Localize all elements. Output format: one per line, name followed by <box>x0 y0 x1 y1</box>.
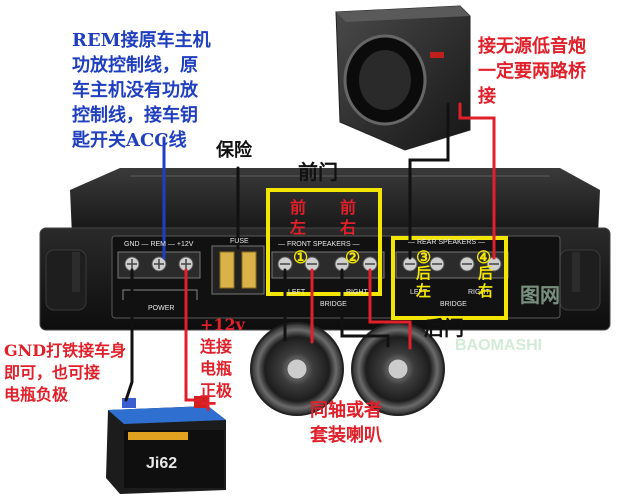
subwoofer-note-line: 一定要两路桥 <box>478 61 586 82</box>
front-left-char: 前 <box>290 198 307 217</box>
rear-right-char: 右 <box>478 282 494 300</box>
rear-right-label: 后 右 <box>478 264 493 300</box>
bridge-label: BRIDGE <box>320 301 347 308</box>
rem-note-line: 车主机没有功放 <box>72 80 198 101</box>
front-left-char: 左 <box>290 218 307 237</box>
left-label: LEFT <box>288 289 306 296</box>
rem-note-line: REM接原车主机 <box>72 30 211 51</box>
bridge-label-rear: BRIDGE <box>440 301 467 308</box>
rear-left-char: 后 <box>416 264 432 282</box>
plus12-note-line: 正极 <box>200 381 233 400</box>
speaker-left <box>250 322 344 416</box>
fuse-note: 保险 <box>216 140 252 161</box>
right-label: RIGHT <box>346 289 369 296</box>
power-label: POWER <box>148 305 174 312</box>
front-speakers-highlight <box>266 188 382 296</box>
marker-4: ④ <box>476 248 492 268</box>
battery <box>106 396 226 494</box>
rear-left-char: 左 <box>416 282 432 300</box>
marker-3: ③ <box>416 248 432 268</box>
gnd-note: GND打铁接车身 即可，也可接 电瓶负极 <box>4 340 126 406</box>
front-speakers-label: — FRONT SPEAKERS — <box>278 241 360 248</box>
rem-note-line: 功放控制线，原 <box>72 55 198 76</box>
rear-right-char: 后 <box>478 264 494 282</box>
fuse-holder <box>211 245 265 295</box>
front-right-label: 前 右 <box>340 198 356 238</box>
watermark-text-2: 图网 <box>520 283 560 307</box>
rear-left-label: 后 左 <box>416 264 431 300</box>
plus12-note-line: 电瓶 <box>200 359 233 378</box>
watermark-text: BAOMASHI <box>455 337 542 354</box>
plus12-note-line: 连接 <box>200 337 233 356</box>
wires <box>124 102 496 402</box>
power-terminals-label: GND — REM — +12V <box>124 241 194 248</box>
rear-door-label: 后门 <box>424 316 464 340</box>
rear-speakers-label: — REAR SPEAKERS — <box>408 239 485 246</box>
subwoofer-note: 接无源低音炮 一定要两路桥 接 <box>478 34 586 109</box>
front-right-char: 右 <box>340 218 357 237</box>
gnd-note-line: 即可，也可接 <box>4 363 101 382</box>
speaker-note-line: 同轴或者 <box>310 400 382 421</box>
speaker-note: 同轴或者 套装喇叭 <box>310 398 382 448</box>
marker-1: ① <box>293 248 309 268</box>
panel-labels: GND — REM — +12V FUSE — FRONT SPEAKERS —… <box>124 238 491 312</box>
rem-note: REM接原车主机 功放控制线，原 车主机没有功放 控制线，接车钥 匙开关ACC线 <box>72 28 211 153</box>
front-speaker-terminals <box>271 251 385 279</box>
speaker-note-line: 套装喇叭 <box>310 425 382 446</box>
subwoofer-box <box>335 5 471 151</box>
gnd-note-line: GND打铁接车身 <box>4 341 127 360</box>
front-right-char: 前 <box>340 198 357 217</box>
rem-note-line: 控制线，接车钥 <box>72 105 198 126</box>
front-left-label: 前 左 <box>290 198 306 238</box>
battery-brand: Ji62 <box>146 455 177 472</box>
right-label-rear: RIGHT <box>468 289 491 296</box>
subwoofer-note-line: 接无源低音炮 <box>478 36 586 57</box>
left-label-rear: LEFT <box>410 289 428 296</box>
front-door-label: 前门 <box>298 160 338 184</box>
rear-speakers-highlight <box>391 236 508 320</box>
subwoofer-note-line: 接 <box>478 86 496 107</box>
marker-2: ② <box>345 248 361 268</box>
plus12-note: +12v 连接 电瓶 正极 <box>200 314 245 402</box>
rem-note-line: 匙开关ACC线 <box>72 130 187 151</box>
fuse-label: FUSE <box>230 238 249 245</box>
gnd-note-line: 电瓶负极 <box>4 385 69 404</box>
plus-sign: + <box>198 388 219 417</box>
power-terminal-block <box>117 251 201 300</box>
plus12-note-line: +12v <box>200 315 245 334</box>
